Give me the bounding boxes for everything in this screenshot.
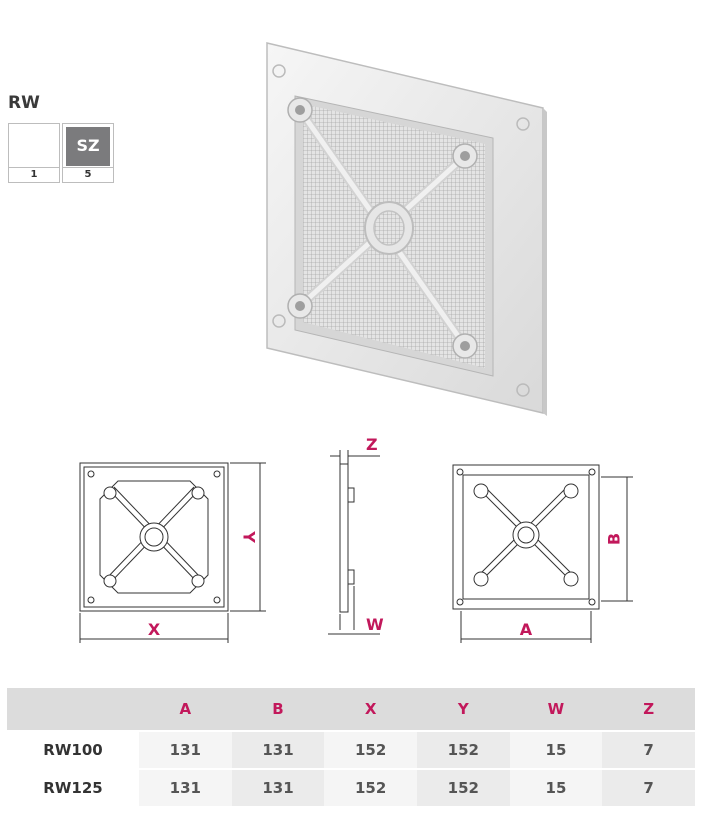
table-cell: 15	[509, 769, 603, 808]
table-cell: 131	[231, 769, 325, 808]
front-view-drawing: X Y	[79, 462, 266, 643]
table-cell: 7	[602, 731, 695, 770]
dim-x-label: X	[148, 620, 161, 639]
dim-z-label: Z	[366, 435, 378, 454]
table-header-cell	[7, 688, 139, 732]
table-cell: 152	[324, 731, 417, 770]
table-header-cell: A	[139, 688, 232, 732]
dimensions-table: A B X Y W Z RW100 131 131 152 152 15 7 R…	[7, 688, 695, 808]
table-header-cell: W	[509, 688, 603, 732]
table-row-header: RW125	[7, 769, 139, 808]
swatch-code: 5	[63, 167, 113, 182]
table-row: RW100 131 131 152 152 15 7	[7, 731, 695, 770]
dim-y-label: Y	[240, 530, 259, 543]
table-cell: 15	[509, 731, 603, 770]
dim-w-label: W	[366, 615, 384, 634]
back-view-drawing: A B	[452, 464, 633, 643]
dim-b-label: B	[605, 533, 624, 545]
table-header-cell: Z	[602, 688, 695, 732]
table-header-row: A B X Y W Z	[7, 688, 695, 732]
table-cell: 131	[231, 731, 325, 770]
table-row: RW125 131 131 152 152 15 7	[7, 769, 695, 808]
dim-a-label: A	[520, 620, 533, 639]
table-cell: 152	[416, 769, 510, 808]
table-cell: 152	[324, 769, 417, 808]
product-render	[266, 42, 547, 416]
table-header-cell: X	[324, 688, 417, 732]
table-row-header: RW100	[7, 731, 139, 770]
series-title: RW	[8, 93, 40, 113]
side-view-drawing: Z W	[328, 435, 384, 635]
table-header-cell: B	[231, 688, 325, 732]
table-cell: 152	[416, 731, 510, 770]
color-swatch-white: 1	[8, 123, 60, 183]
swatch-chip	[9, 124, 59, 169]
swatch-chip: SZ	[66, 127, 110, 166]
table-cell: 131	[139, 731, 232, 770]
color-swatch-grey: SZ 5	[62, 123, 114, 183]
table-cell: 7	[602, 769, 695, 808]
table-cell: 131	[139, 769, 232, 808]
table-header-cell: Y	[416, 688, 510, 732]
swatch-code: 1	[9, 167, 59, 182]
